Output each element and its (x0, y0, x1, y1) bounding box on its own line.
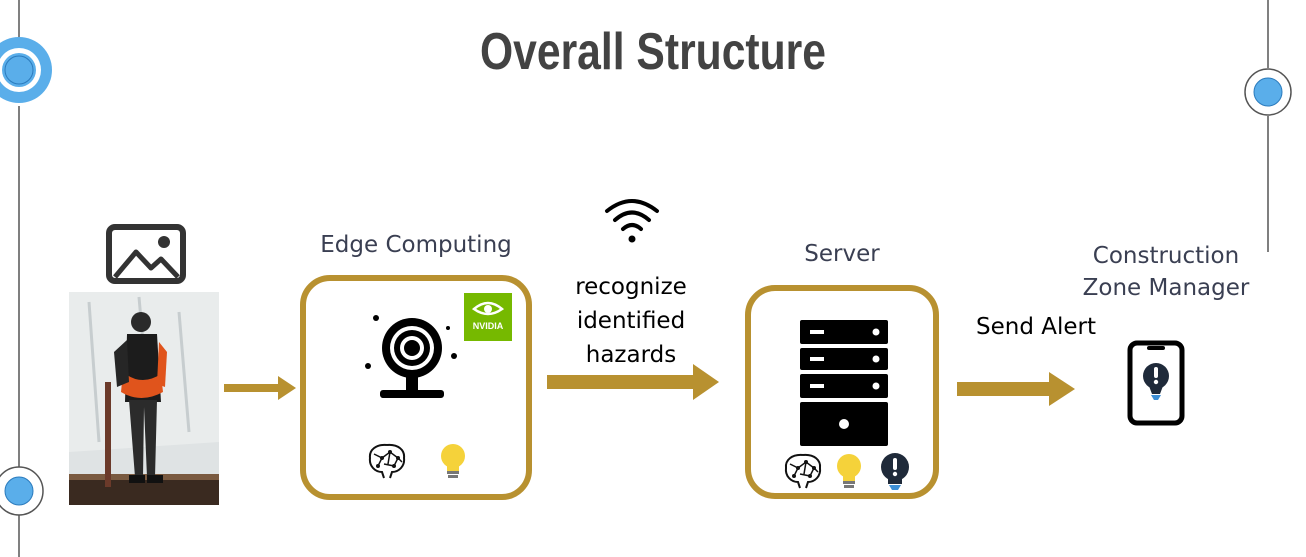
worker-photo (69, 292, 219, 505)
decor-right (1244, 0, 1292, 252)
send-alert-label: Send Alert (976, 314, 1096, 340)
webcam-icon (365, 315, 457, 398)
manager-label-line-2: Zone Manager (1082, 275, 1250, 301)
nvidia-eye-icon (471, 301, 505, 316)
lightbulb-icon (441, 444, 465, 478)
page-title: Overall Structure (479, 23, 826, 81)
nvidia-badge-text: NVIDIA (472, 321, 504, 331)
edge-computing-label: Edge Computing (320, 232, 512, 258)
wifi-caption-line-2: identified (576, 308, 686, 334)
image-icon (106, 224, 186, 284)
server-rack-icon (800, 320, 888, 446)
brain-icon (368, 443, 406, 479)
wifi-caption: recognize identified hazards (556, 270, 706, 372)
server-label: Server (804, 241, 880, 267)
brain-icon (784, 453, 822, 489)
decor-left (0, 0, 52, 557)
wifi-icon (605, 199, 659, 243)
wifi-caption-line-1: recognize (575, 274, 687, 300)
manager-label-line-1: Construction (1092, 243, 1240, 269)
alert-bulb-icon (881, 453, 909, 490)
manager-label: Construction Zone Manager (1076, 240, 1256, 304)
phone-alert-icon (1127, 340, 1185, 426)
arrow-edge-to-server (547, 364, 719, 400)
arrow-server-to-manager (957, 372, 1075, 406)
nvidia-badge: NVIDIA (464, 293, 512, 341)
lightbulb-icon (837, 454, 861, 488)
wifi-caption-line-3: hazards (585, 342, 677, 368)
arrow-image-to-edge (224, 376, 296, 400)
